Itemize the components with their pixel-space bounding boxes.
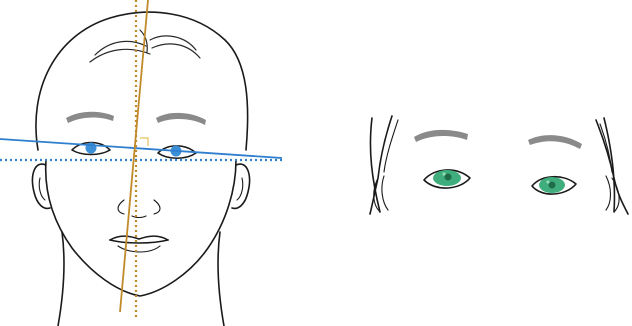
lower-lip — [118, 246, 160, 252]
right-eyebrow — [156, 113, 206, 125]
hair-strand-3 — [150, 36, 196, 50]
detail-left-pupil — [445, 174, 452, 181]
detail-left-eyebrow — [414, 130, 468, 142]
left-face-edge — [370, 118, 380, 212]
eye-axis-solid-line — [0, 139, 282, 158]
right-ear — [232, 164, 250, 208]
right-angle-marker — [140, 138, 148, 146]
upper-lip — [110, 236, 168, 240]
right-ear-inner — [237, 178, 243, 200]
right-ear-strand-2 — [606, 176, 611, 210]
nose — [118, 200, 160, 218]
right-face-edge — [604, 118, 615, 212]
detail-left-highlight — [442, 172, 445, 175]
neck-left — [58, 232, 64, 326]
right-ear-strand-1 — [612, 178, 619, 212]
midline-solid-line — [120, 0, 148, 312]
detail-right-eyebrow — [528, 135, 582, 149]
right-face-edge-2 — [596, 120, 628, 214]
left-ear-strand-2 — [382, 176, 388, 210]
left-eyebrow — [66, 112, 114, 123]
left-hair-strand — [384, 120, 398, 172]
neck-right — [218, 232, 224, 326]
left-ear-inner — [39, 178, 45, 200]
detail-right-pupil — [549, 182, 556, 189]
face-contour — [46, 160, 236, 296]
mouth-line — [110, 240, 168, 243]
left-face-edge-2 — [370, 116, 392, 214]
hair-strand-1 — [95, 41, 146, 55]
detail-right-highlight — [546, 180, 549, 183]
left-panel-face — [0, 0, 282, 326]
right-panel-eyes — [370, 116, 628, 214]
